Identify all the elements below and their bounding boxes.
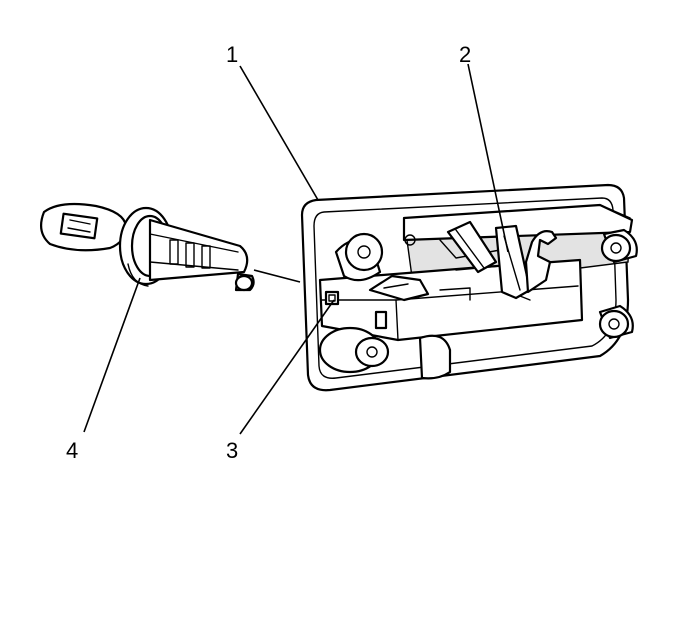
lock-cylinder-with-key [39, 202, 255, 292]
leader-line-1 [239, 65, 319, 201]
insertion-axis-line [253, 269, 301, 283]
lower-right-mount-boss [598, 304, 634, 340]
upper-mount-boss [334, 232, 384, 282]
leader-line-4 [83, 277, 141, 433]
leader-line-3 [239, 299, 335, 435]
callout-4: 4 [66, 438, 78, 463]
callout-2: 2 [459, 42, 471, 67]
lower-mount-boss [318, 326, 390, 374]
upper-right-mount-boss [600, 228, 638, 264]
latch-mechanism [446, 220, 558, 301]
callout-1: 1 [226, 42, 238, 67]
callout-3: 3 [226, 438, 238, 463]
retainer-window-right [374, 310, 388, 330]
leader-line-2 [467, 63, 509, 253]
